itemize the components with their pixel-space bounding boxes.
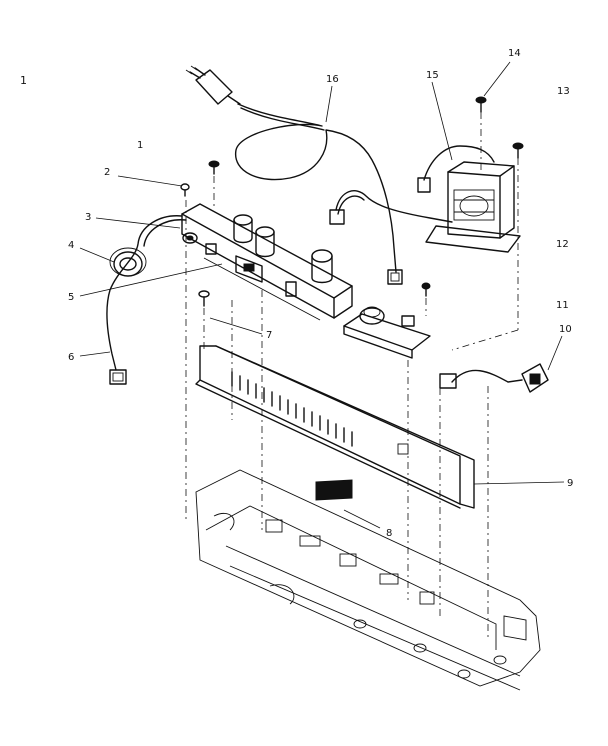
label-7: 7 bbox=[266, 330, 272, 341]
label-10: 10 bbox=[559, 324, 572, 335]
leader-lines bbox=[79, 61, 565, 529]
label-1: 1 bbox=[137, 140, 143, 151]
label-15: 15 bbox=[426, 70, 439, 81]
label-plate bbox=[315, 479, 353, 501]
power-cord bbox=[185, 65, 403, 285]
transformer bbox=[425, 161, 521, 253]
label-12: 12 bbox=[556, 239, 569, 250]
capacitor bbox=[311, 249, 333, 284]
screw-2 bbox=[180, 183, 190, 197]
transformer-leads bbox=[329, 145, 495, 225]
label-5: 5 bbox=[68, 292, 74, 303]
label-16: 16 bbox=[326, 74, 339, 85]
label-14: 14 bbox=[508, 48, 521, 59]
screw-7 bbox=[198, 290, 210, 307]
screw-14 bbox=[475, 96, 487, 113]
plug bbox=[185, 65, 241, 105]
projection-lines bbox=[185, 112, 519, 640]
label-9: 9 bbox=[567, 478, 573, 489]
power-switch bbox=[439, 363, 549, 393]
page-mark: 1 bbox=[20, 74, 27, 87]
chassis-base bbox=[195, 469, 541, 691]
main-circuit-board bbox=[181, 203, 353, 321]
label-8: 8 bbox=[386, 528, 392, 539]
label-4: 4 bbox=[68, 240, 74, 251]
screw-1 bbox=[208, 160, 220, 175]
label-2: 2 bbox=[104, 167, 110, 178]
capacitor bbox=[255, 226, 275, 258]
label-11: 11 bbox=[556, 300, 569, 311]
label-3: 3 bbox=[85, 212, 91, 223]
screw-13 bbox=[512, 142, 524, 159]
label-13: 13 bbox=[557, 86, 570, 97]
capacitor bbox=[233, 214, 253, 244]
cover-panel bbox=[195, 345, 475, 509]
label-6: 6 bbox=[68, 352, 74, 363]
ferrite-core-harness bbox=[106, 215, 187, 385]
regulator-chip bbox=[235, 255, 263, 283]
secondary-circuit-board bbox=[343, 282, 431, 359]
